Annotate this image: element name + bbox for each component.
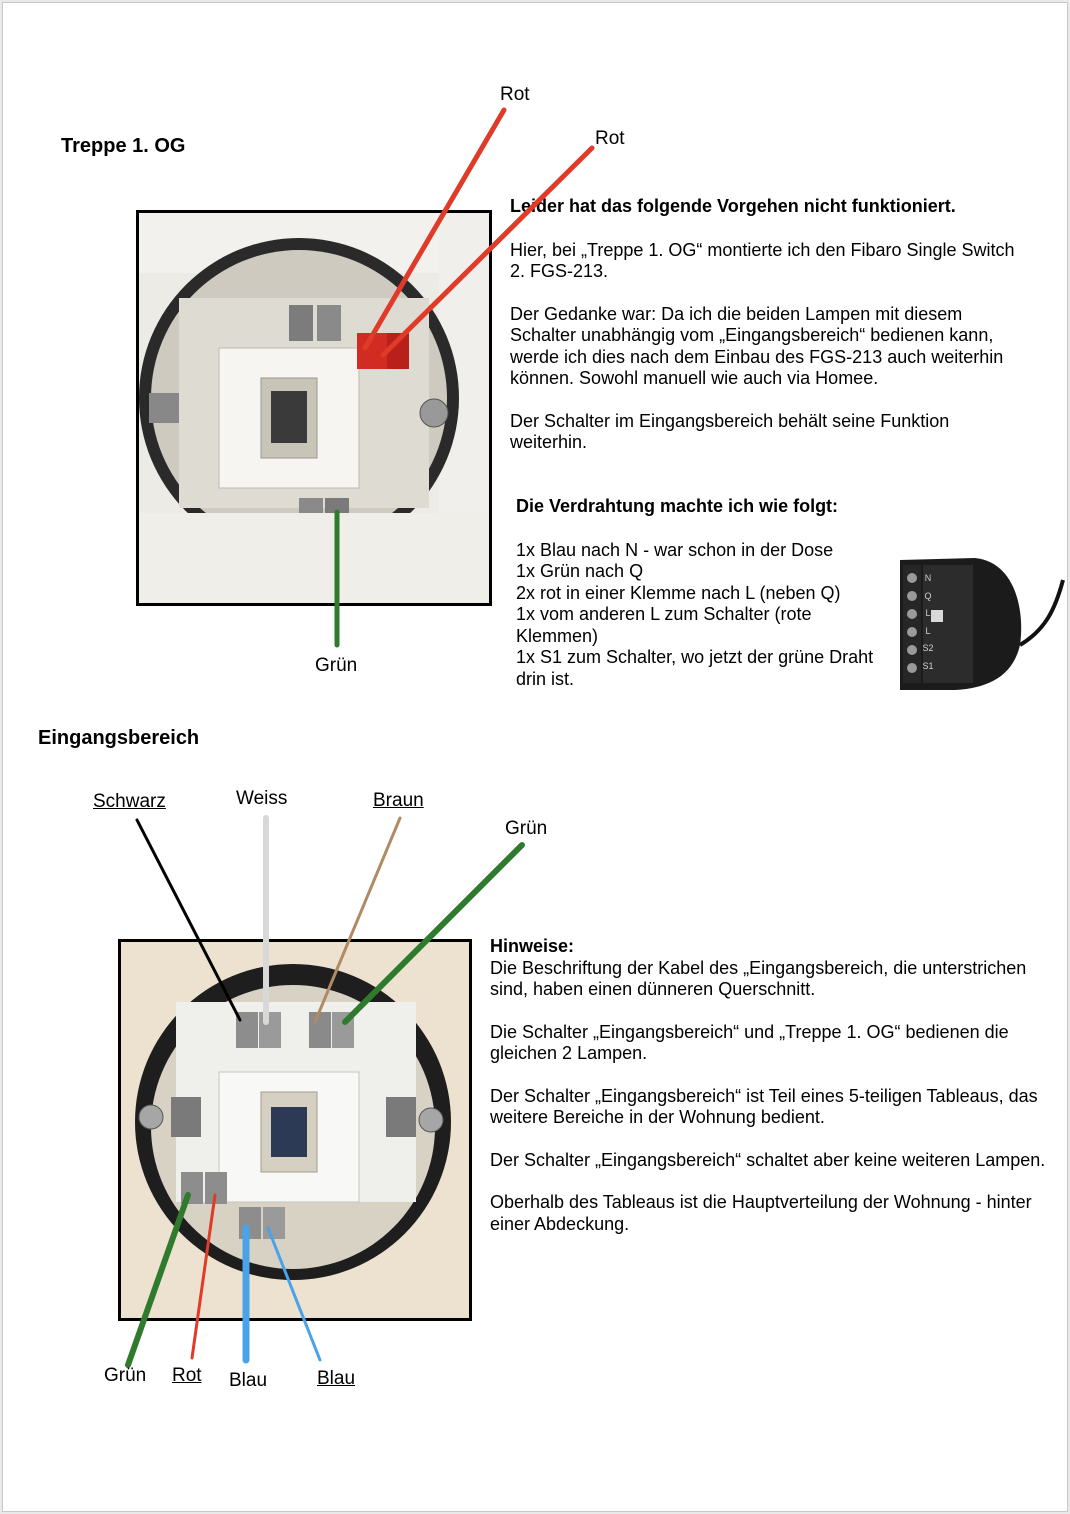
module-terminal-label: L [925, 625, 931, 636]
note-paragraph: Die Schalter „Eingangsbereich“ und „Trep… [490, 1021, 1009, 1064]
module-terminal-labels: N Q L L S2 S1 [921, 570, 935, 675]
wiring-line: 2x rot in einer Klemme nach L (neben Q) [516, 582, 841, 603]
wiring-line: 1x Blau nach N - war schon in der Dose [516, 539, 834, 560]
note-paragraph: Oberhalb des Tableaus ist die Hauptverte… [490, 1192, 1032, 1234]
section1-heading: Leider hat das folgende Vorgehen nicht f… [510, 196, 956, 216]
note-paragraph: Der Schalter „Eingangsbereich“ ist Teil … [490, 1085, 1038, 1128]
module-terminal-label: Q [924, 590, 932, 601]
label-rot: Rot [172, 1365, 202, 1386]
wiring-heading: Die Verdrahtung machte ich wie folgt: [516, 496, 839, 516]
section2-title: Eingangsbereich [38, 727, 200, 749]
fibaro-module-drawing [900, 558, 1065, 690]
label-gruen: Grün [315, 655, 358, 676]
label-blau: Blau [229, 1370, 268, 1391]
wiring-line: 1x S1 zum Schalter, wo jetzt der grüne D… [516, 647, 874, 689]
wiring-block: Die Verdrahtung machte ich wie folgt: 1x… [516, 496, 881, 690]
label-blau: Blau [317, 1368, 356, 1389]
label-rot: Rot [500, 84, 530, 105]
module-terminal-label: L [925, 608, 931, 618]
label-braun: Braun [373, 790, 424, 811]
section1-paragraph-1: Hier, bei „Treppe 1. OG“ montierte ich d… [510, 239, 1015, 282]
label-weiss: Weiss [236, 788, 288, 809]
switch-photo-drawing [139, 213, 489, 603]
label-rot: Rot [595, 128, 625, 149]
section1-title: Treppe 1. OG [61, 135, 186, 157]
fibaro-module-photo: N Q L L S2 S1 [895, 550, 1065, 700]
photo-treppe-switch [136, 210, 492, 606]
note-paragraph: Der Schalter „Eingangsbereich“ schaltet … [490, 1149, 1046, 1170]
note-paragraph: Die Beschriftung der Kabel des „Eingangs… [490, 957, 1027, 1000]
label-gruen: Grün [505, 818, 548, 839]
notes-block: Hinweise: Die Beschriftung der Kabel des… [490, 936, 1050, 1235]
wiring-line: 1x vom anderen L zum Schalter (rote Klem… [516, 604, 812, 646]
notes-heading: Hinweise: [490, 936, 575, 956]
label-schwarz: Schwarz [93, 791, 166, 812]
photo-eingang-switch [118, 939, 472, 1321]
section1-text-block: Leider hat das folgende Vorgehen nicht f… [510, 196, 1030, 454]
wiring-line: 1x Grün nach Q [516, 561, 644, 581]
label-gruen: Grün [104, 1365, 147, 1386]
section1-paragraph-2: Der Gedanke war: Da ich die beiden Lampe… [510, 303, 1004, 389]
module-terminal-label: N [924, 573, 932, 583]
section1-paragraph-3: Der Schalter im Eingangsbereich behält s… [510, 410, 950, 453]
switch-photo-drawing [121, 942, 469, 1318]
module-terminal-label: S2 [922, 643, 934, 653]
module-terminal-label: S1 [922, 660, 934, 671]
